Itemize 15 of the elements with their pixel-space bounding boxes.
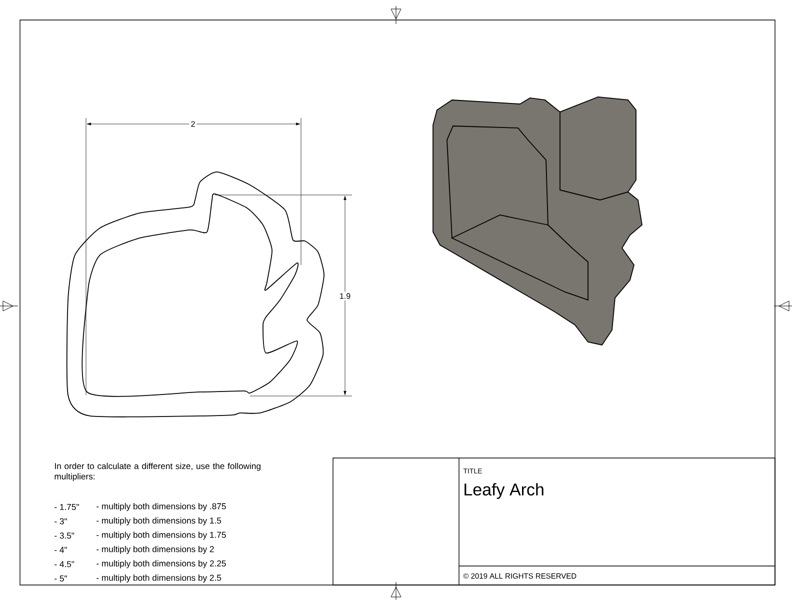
size-cell: - 5" (54, 576, 67, 582)
dimension-value: 1.9 (338, 292, 352, 300)
multiplier-cell: - multiply both dimensions by 2 (96, 546, 214, 554)
size-cell: - 3.5" (54, 532, 74, 539)
multiplier-cell: - multiply both dimensions by 1.75 (96, 532, 226, 540)
size-cell: - 4.5" (54, 561, 74, 568)
title-text: Leafy Arch (464, 483, 544, 499)
instruction-text: In order to calculate a different size, use the following multipliers: (54, 462, 260, 482)
multiplier-cell: - multiply both dimensions by 1.5 (96, 517, 222, 526)
size-cell: - 1.75" (54, 504, 79, 510)
size-cell: - 3" (54, 518, 67, 524)
multiplier-cell: - multiply both dimensions by 2.25 (96, 560, 226, 568)
multiplier-cell: - multiply both dimensions by 2.5 (96, 574, 222, 582)
size-cell: - 4" (54, 546, 67, 553)
multiplier-cell: - multiply both dimensions by .875 (96, 502, 226, 511)
